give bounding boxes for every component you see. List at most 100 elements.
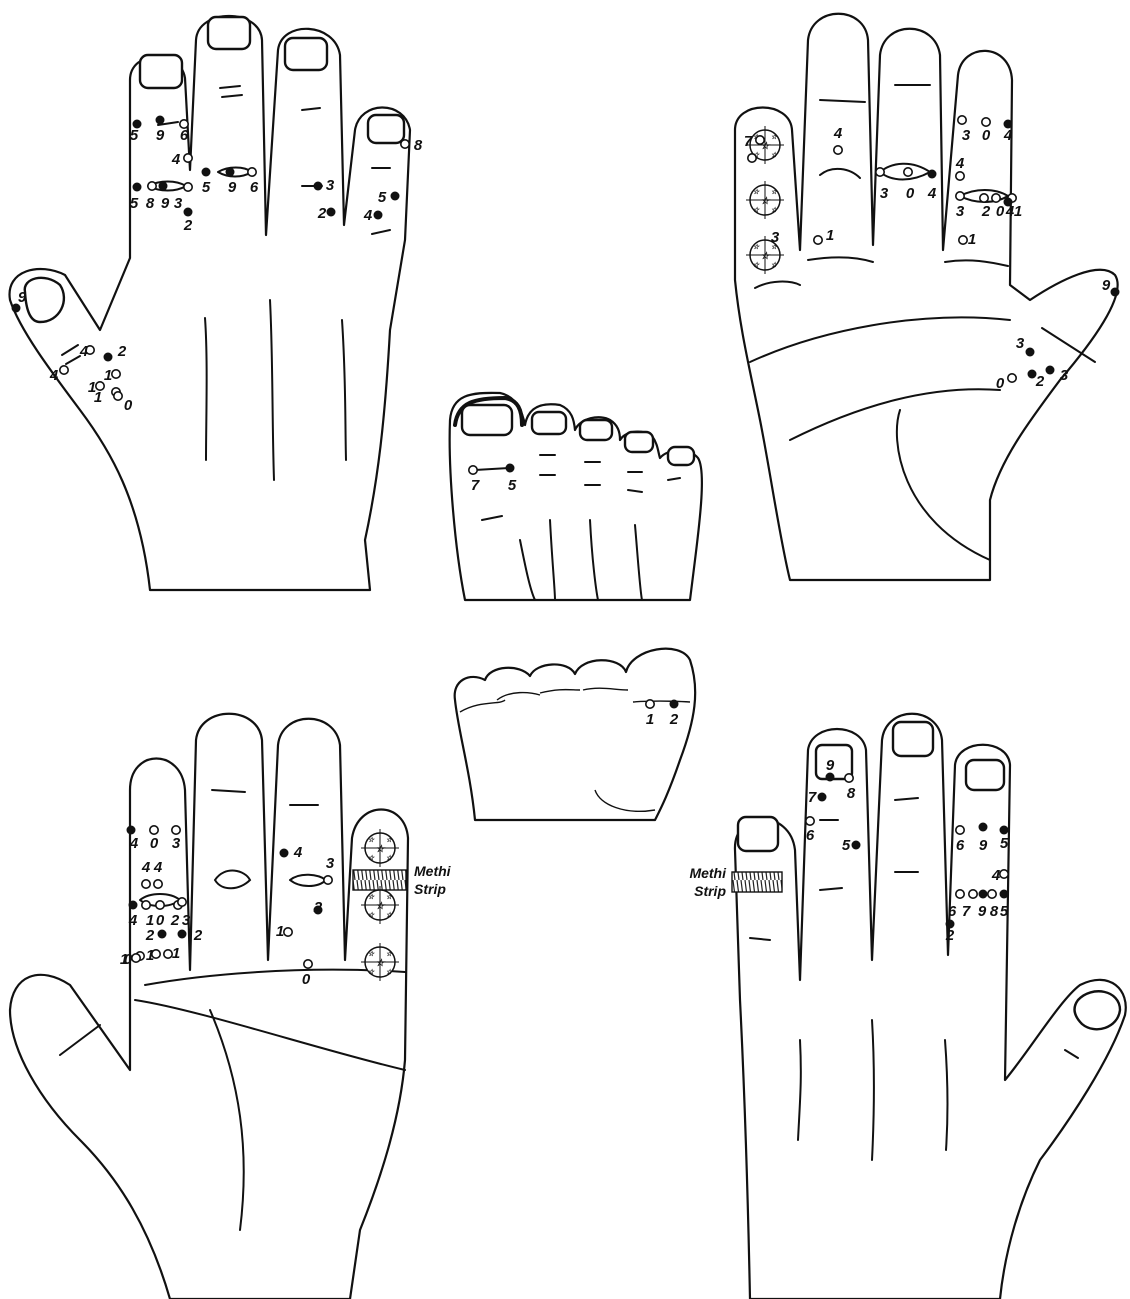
hand_palm_bl-point-dot-20 xyxy=(304,960,312,968)
hand_dorsal_br-point-dot-8 xyxy=(1000,870,1008,878)
hand_palm_tr-point-label-21: 3 xyxy=(1060,367,1069,384)
hand_dorsal_tl-point-label-22: 1 xyxy=(104,367,112,384)
hand_dorsal_tl-point-label-18: 4 xyxy=(79,343,89,360)
hand_dorsal_br-point-label-11: 9 xyxy=(978,903,987,920)
hand_palm_tr-point-dot-2 xyxy=(834,146,842,154)
hand_palm_bl-point-label-17: 3 xyxy=(326,855,335,872)
hand_dorsal_br-point-label-4: 5 xyxy=(842,837,851,854)
hand_dorsal_tl-point-label-15: 5 xyxy=(378,189,387,206)
hand_palm_bl-point-dot-17 xyxy=(324,876,332,884)
hand_palm_bl-point-label-20: 0 xyxy=(302,971,311,988)
hand_palm_bl-point-label-11: 2 xyxy=(193,927,203,944)
hand_dorsal_tl-point-label-10: 9 xyxy=(228,179,237,196)
methi-labels: Methi Strip Methi Strip xyxy=(414,863,727,899)
methi-label-right-2: Strip xyxy=(694,883,726,899)
hand_palm_tr-point-label-9: 4 xyxy=(927,185,937,202)
hand_palm_bl-point-label-1: 0 xyxy=(150,835,159,852)
hand_dorsal_tl-point-label-14: 8 xyxy=(414,137,423,154)
palmar-hand-bottom-left xyxy=(10,714,408,1299)
hand_palm_bl-point-label-12: 1 xyxy=(172,945,180,962)
hand_dorsal_tl-point-dot-11 xyxy=(248,168,256,176)
hand_dorsal_br-point-label-6: 9 xyxy=(979,837,988,854)
hand_palm_bl-point-label-8: 2 xyxy=(170,912,180,929)
hand_dorsal_tl-point-label-1: 9 xyxy=(156,127,165,144)
hand_dorsal_tl-point-dot-24 xyxy=(114,392,122,400)
hand_palm_bl-point-dot-3 xyxy=(142,880,150,888)
hand_dorsal_tl-point-label-7: 3 xyxy=(174,195,183,212)
hand_palm_tr-point-dot-18 xyxy=(1026,348,1035,357)
hand_dorsal_tl-point-dot-3 xyxy=(184,154,192,162)
hand_palm_tr-point-label-7: 3 xyxy=(880,185,889,202)
hand_dorsal_tl-point-dot-7 xyxy=(184,183,192,191)
hand_palm_bl-point-label-10: 2 xyxy=(145,927,155,944)
hand_palm_tr-point-label-5: 0 xyxy=(982,127,991,144)
hand_dorsal_tl-point-label-12: 3 xyxy=(326,177,335,194)
hand_palm_tr-point-dot-21 xyxy=(1046,366,1055,375)
hand_palm_tr-point-label-8: 0 xyxy=(906,185,915,202)
hand_dorsal_tl-point-dot-6 xyxy=(159,182,168,191)
hand_palm_bl-point-dot-11 xyxy=(178,930,187,939)
nail-middle xyxy=(285,38,327,70)
hand_palm_bl-point-label-2: 3 xyxy=(172,835,181,852)
hand_dorsal_br-point-dot-9 xyxy=(956,890,964,898)
hand_dorsal_tl-point-label-8: 2 xyxy=(183,217,193,234)
hand_palm_tr-point-dot-10 xyxy=(956,172,964,180)
hand_dorsal_br-point-label-9: 6 xyxy=(948,903,957,920)
hand_dorsal_br-point-dot-6 xyxy=(979,823,988,832)
hand_dorsal_br-point-label-3: 6 xyxy=(806,827,815,844)
hand_dorsal_br-point-dot-1 xyxy=(845,774,853,782)
hand_palm_tr-point-label-15: 4 xyxy=(1005,203,1015,220)
foot-top xyxy=(450,393,702,600)
hand_dorsal_tl-point-label-13: 2 xyxy=(317,205,327,222)
methi-label-left-1: Methi xyxy=(414,863,452,879)
hand_dorsal_tl-point-dot-20 xyxy=(104,353,113,362)
methi-label-right-1: Methi xyxy=(689,865,727,881)
nail-thumb xyxy=(25,278,64,322)
hand_dorsal_tl-point-label-2: 6 xyxy=(180,127,189,144)
foot_top-point-label-0: 7 xyxy=(471,477,480,494)
nail-br-ring xyxy=(893,722,933,756)
hand_dorsal_tl-point-label-23: 1 xyxy=(94,389,102,406)
hand_palm_bl-point-dot-19 xyxy=(284,928,292,936)
hand_dorsal_br-point-dot-5 xyxy=(956,826,964,834)
hand_palm_bl-point-dot-0 xyxy=(127,826,136,835)
hand_palm_tr-point-dot-3 xyxy=(814,236,822,244)
hand_dorsal_br-point-label-1: 8 xyxy=(847,785,856,802)
hand_dorsal_tl-point-label-17: 9 xyxy=(18,289,27,306)
hand_palm_bl-point-dot-10 xyxy=(158,930,167,939)
hand_palm_tr-point-label-1: 3 xyxy=(771,229,780,246)
hand_palm_tr-point-dot-8 xyxy=(904,168,912,176)
hand_dorsal_tl-point-label-16: 4 xyxy=(363,207,373,224)
hand_palm_bl-point-dot-2 xyxy=(172,826,180,834)
hand_palm_bl-point-label-19: 1 xyxy=(276,923,284,940)
hand_palm_tr-point-label-18: 3 xyxy=(1016,335,1025,352)
hand_dorsal_tl-point-dot-5 xyxy=(148,182,156,190)
hand_dorsal_tl-point-dot-16 xyxy=(374,211,383,220)
hand_palm_tr-point-label-11: 3 xyxy=(956,203,965,220)
dorsal-hand-bottom-right xyxy=(732,714,1126,1299)
foot_sole-point-label-1: 2 xyxy=(669,711,679,728)
foot_top-point-dot-1 xyxy=(506,464,515,473)
hand_palm_bl-point-label-5: 4 xyxy=(128,912,138,929)
hand_dorsal_tl-point-dot-22 xyxy=(112,370,120,378)
hand_palm_tr-point-dot-13 xyxy=(992,194,1000,202)
foot_sole-point-dot-0 xyxy=(646,700,654,708)
foot_sole-point-label-0: 1 xyxy=(646,711,654,728)
hand_dorsal_tl-point-label-6: 9 xyxy=(161,195,170,212)
hand_palm_bl-point-label-18: 2 xyxy=(313,899,323,916)
hand_dorsal_tl-point-label-9: 5 xyxy=(202,179,211,196)
hand_dorsal_br-point-dot-10 xyxy=(969,890,977,898)
nail-little xyxy=(140,55,182,88)
hand_dorsal_tl-point-dot-14 xyxy=(401,140,409,148)
hand_palm_tr-point-label-3: 1 xyxy=(826,227,834,244)
hand_dorsal_tl-point-dot-13 xyxy=(327,208,336,217)
hand_palm_tr-point-label-20: 2 xyxy=(1035,373,1045,390)
hand_palm_tr-point-dot-12 xyxy=(980,194,988,202)
hand_dorsal_tl-point-dot-8 xyxy=(184,208,193,217)
hand_dorsal_br-point-label-14: 2 xyxy=(945,927,955,944)
hand_dorsal_br-point-label-10: 7 xyxy=(962,903,971,920)
hand_dorsal_tl-point-label-5: 8 xyxy=(146,195,155,212)
hand_palm_tr-point-dot-9 xyxy=(928,170,937,179)
hand_palm_bl-point-label-3: 4 xyxy=(141,859,151,876)
hand_palm_bl-point-dot-1 xyxy=(150,826,158,834)
